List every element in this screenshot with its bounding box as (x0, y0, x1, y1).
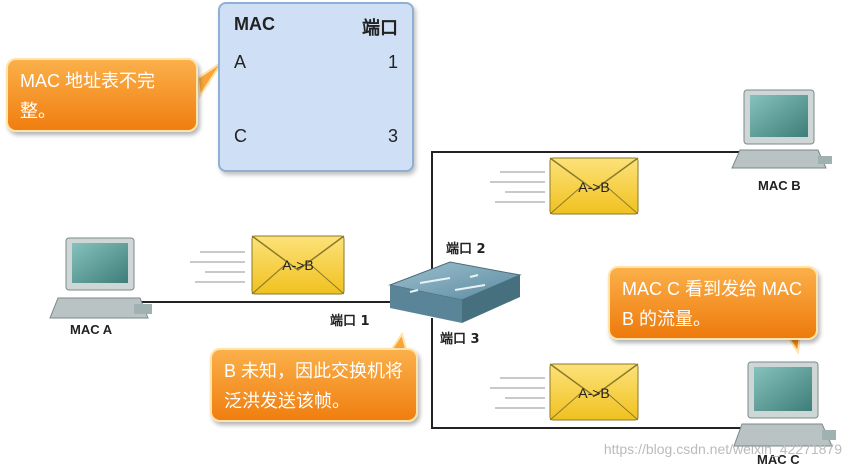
motion-streaks (190, 171, 545, 409)
port-1-label: 端口 1 (330, 314, 370, 329)
link-switch-c (431, 318, 770, 429)
frame-label-b: A->B (578, 179, 610, 195)
link-switch-b (431, 151, 760, 290)
mac-header: MAC (234, 14, 275, 34)
mac-address-table: MAC 端口 A 1 C 3 (218, 2, 414, 172)
callout-incomplete-table: MAC 地址表不完整。 (6, 58, 198, 132)
table-row-port: 3 (387, 126, 398, 146)
frame-label-a: A->B (282, 257, 314, 273)
frame-envelope-a (251, 235, 345, 295)
frame-label-c: A->B (578, 385, 610, 401)
computer-c-icon (733, 361, 836, 447)
callout-mac-c-sees: MAC C 看到发给 MAC B 的流量。 (608, 266, 818, 340)
table-row-mac: C (234, 126, 247, 146)
host-c-label: MAC C (757, 452, 800, 467)
computer-a-icon (49, 237, 152, 319)
callout-flood: B 未知，因此交换机将泛洪发送该帧。 (210, 348, 418, 422)
computer-b-icon (731, 89, 832, 169)
port-3-label: 端口 3 (440, 332, 480, 347)
host-a-label: MAC A (70, 322, 113, 337)
frame-envelope-c (549, 363, 639, 421)
table-row-port: 1 (387, 52, 398, 72)
callout-tail-incomplete (196, 61, 223, 99)
table-row-mac: A (234, 52, 247, 72)
frame-envelope-b (549, 157, 639, 215)
switch-icon (388, 261, 522, 323)
port-2-label: 端口 2 (446, 242, 486, 257)
port-header: 端口 (362, 18, 398, 38)
watermark: https://blog.csdn.net/weixin_42271879 (603, 441, 842, 457)
host-b-label: MAC B (758, 178, 801, 193)
connection-lines (140, 151, 770, 429)
